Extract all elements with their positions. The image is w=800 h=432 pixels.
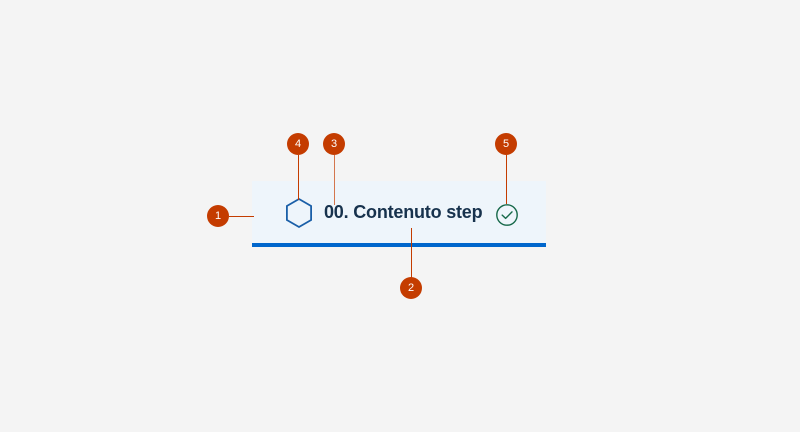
hexagon-icon [286,197,313,229]
step-underline [252,243,546,247]
annotation-badge-3[interactable]: 3 [323,133,345,155]
step-title: 00. Contenuto step [324,202,483,222]
annotation-badge-4[interactable]: 4 [287,133,309,155]
leader-line-2 [410,228,412,278]
leader-line-3 [333,155,335,205]
step-panel[interactable]: 00. Contenuto step [252,181,546,243]
annotation-badge-2[interactable]: 2 [400,277,422,299]
step-row: 00. Contenuto step [252,181,546,243]
leader-line-4 [297,155,299,200]
annotation-badge-5[interactable]: 5 [495,133,517,155]
check-circle-icon [496,204,518,226]
leader-line-5 [505,155,507,204]
annotation-badge-1[interactable]: 1 [207,205,229,227]
leader-line-1 [229,215,254,217]
